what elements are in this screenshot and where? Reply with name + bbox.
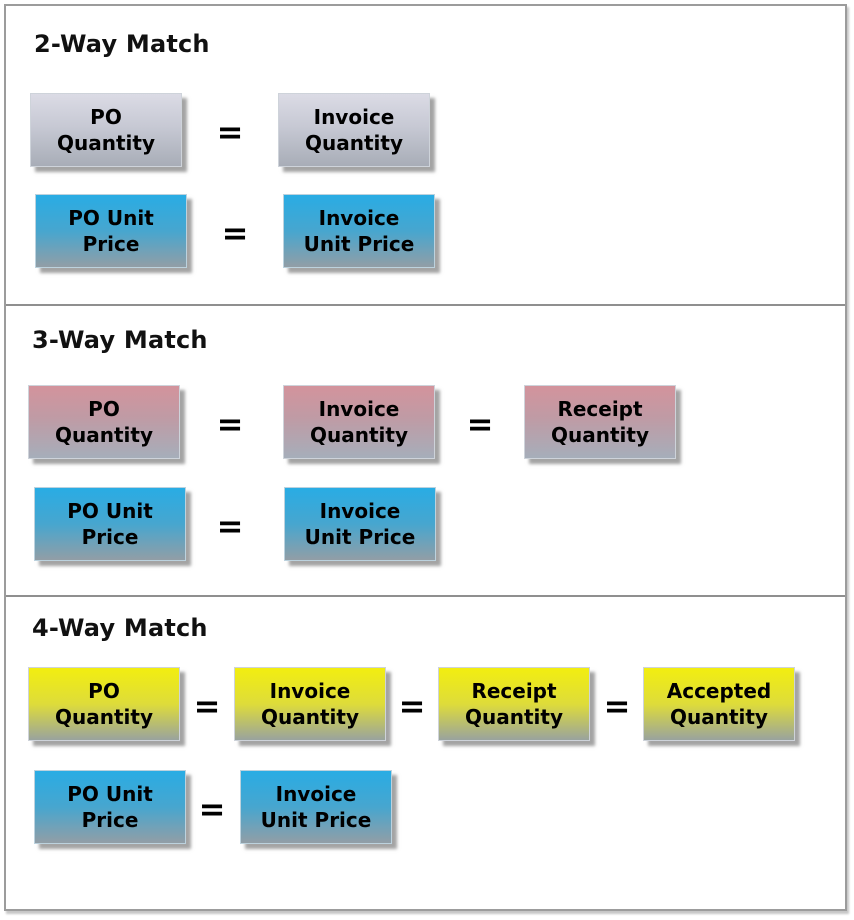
equals-sign: = [398, 687, 426, 725]
section-divider [6, 595, 845, 597]
receipt-quantity-box: Receipt Quantity [524, 385, 676, 459]
po-unit-price-box: PO Unit Price [34, 770, 186, 844]
po-unit-price-box: PO Unit Price [35, 194, 187, 268]
section-divider [6, 304, 845, 306]
section-title: 4-Way Match [32, 614, 208, 642]
section-title: 3-Way Match [32, 326, 208, 354]
equals-sign: = [216, 113, 244, 151]
po-quantity-box: PO Quantity [28, 385, 180, 459]
invoice-unit-price-box: Invoice Unit Price [283, 194, 435, 268]
receipt-quantity-box: Receipt Quantity [438, 667, 590, 741]
section-title: 2-Way Match [34, 30, 210, 58]
equals-sign: = [466, 405, 494, 443]
equals-sign: = [216, 405, 244, 443]
po-quantity-box: PO Quantity [28, 667, 180, 741]
invoice-unit-price-box: Invoice Unit Price [284, 487, 436, 561]
invoice-quantity-box: Invoice Quantity [278, 93, 430, 167]
equals-sign: = [198, 790, 226, 828]
equals-sign: = [216, 507, 244, 545]
equals-sign: = [603, 687, 631, 725]
equals-sign: = [193, 687, 221, 725]
invoice-unit-price-box: Invoice Unit Price [240, 770, 392, 844]
po-unit-price-box: PO Unit Price [34, 487, 186, 561]
invoice-quantity-box: Invoice Quantity [234, 667, 386, 741]
po-quantity-box: PO Quantity [30, 93, 182, 167]
accepted-quantity-box: Accepted Quantity [643, 667, 795, 741]
equals-sign: = [221, 214, 249, 252]
invoice-quantity-box: Invoice Quantity [283, 385, 435, 459]
